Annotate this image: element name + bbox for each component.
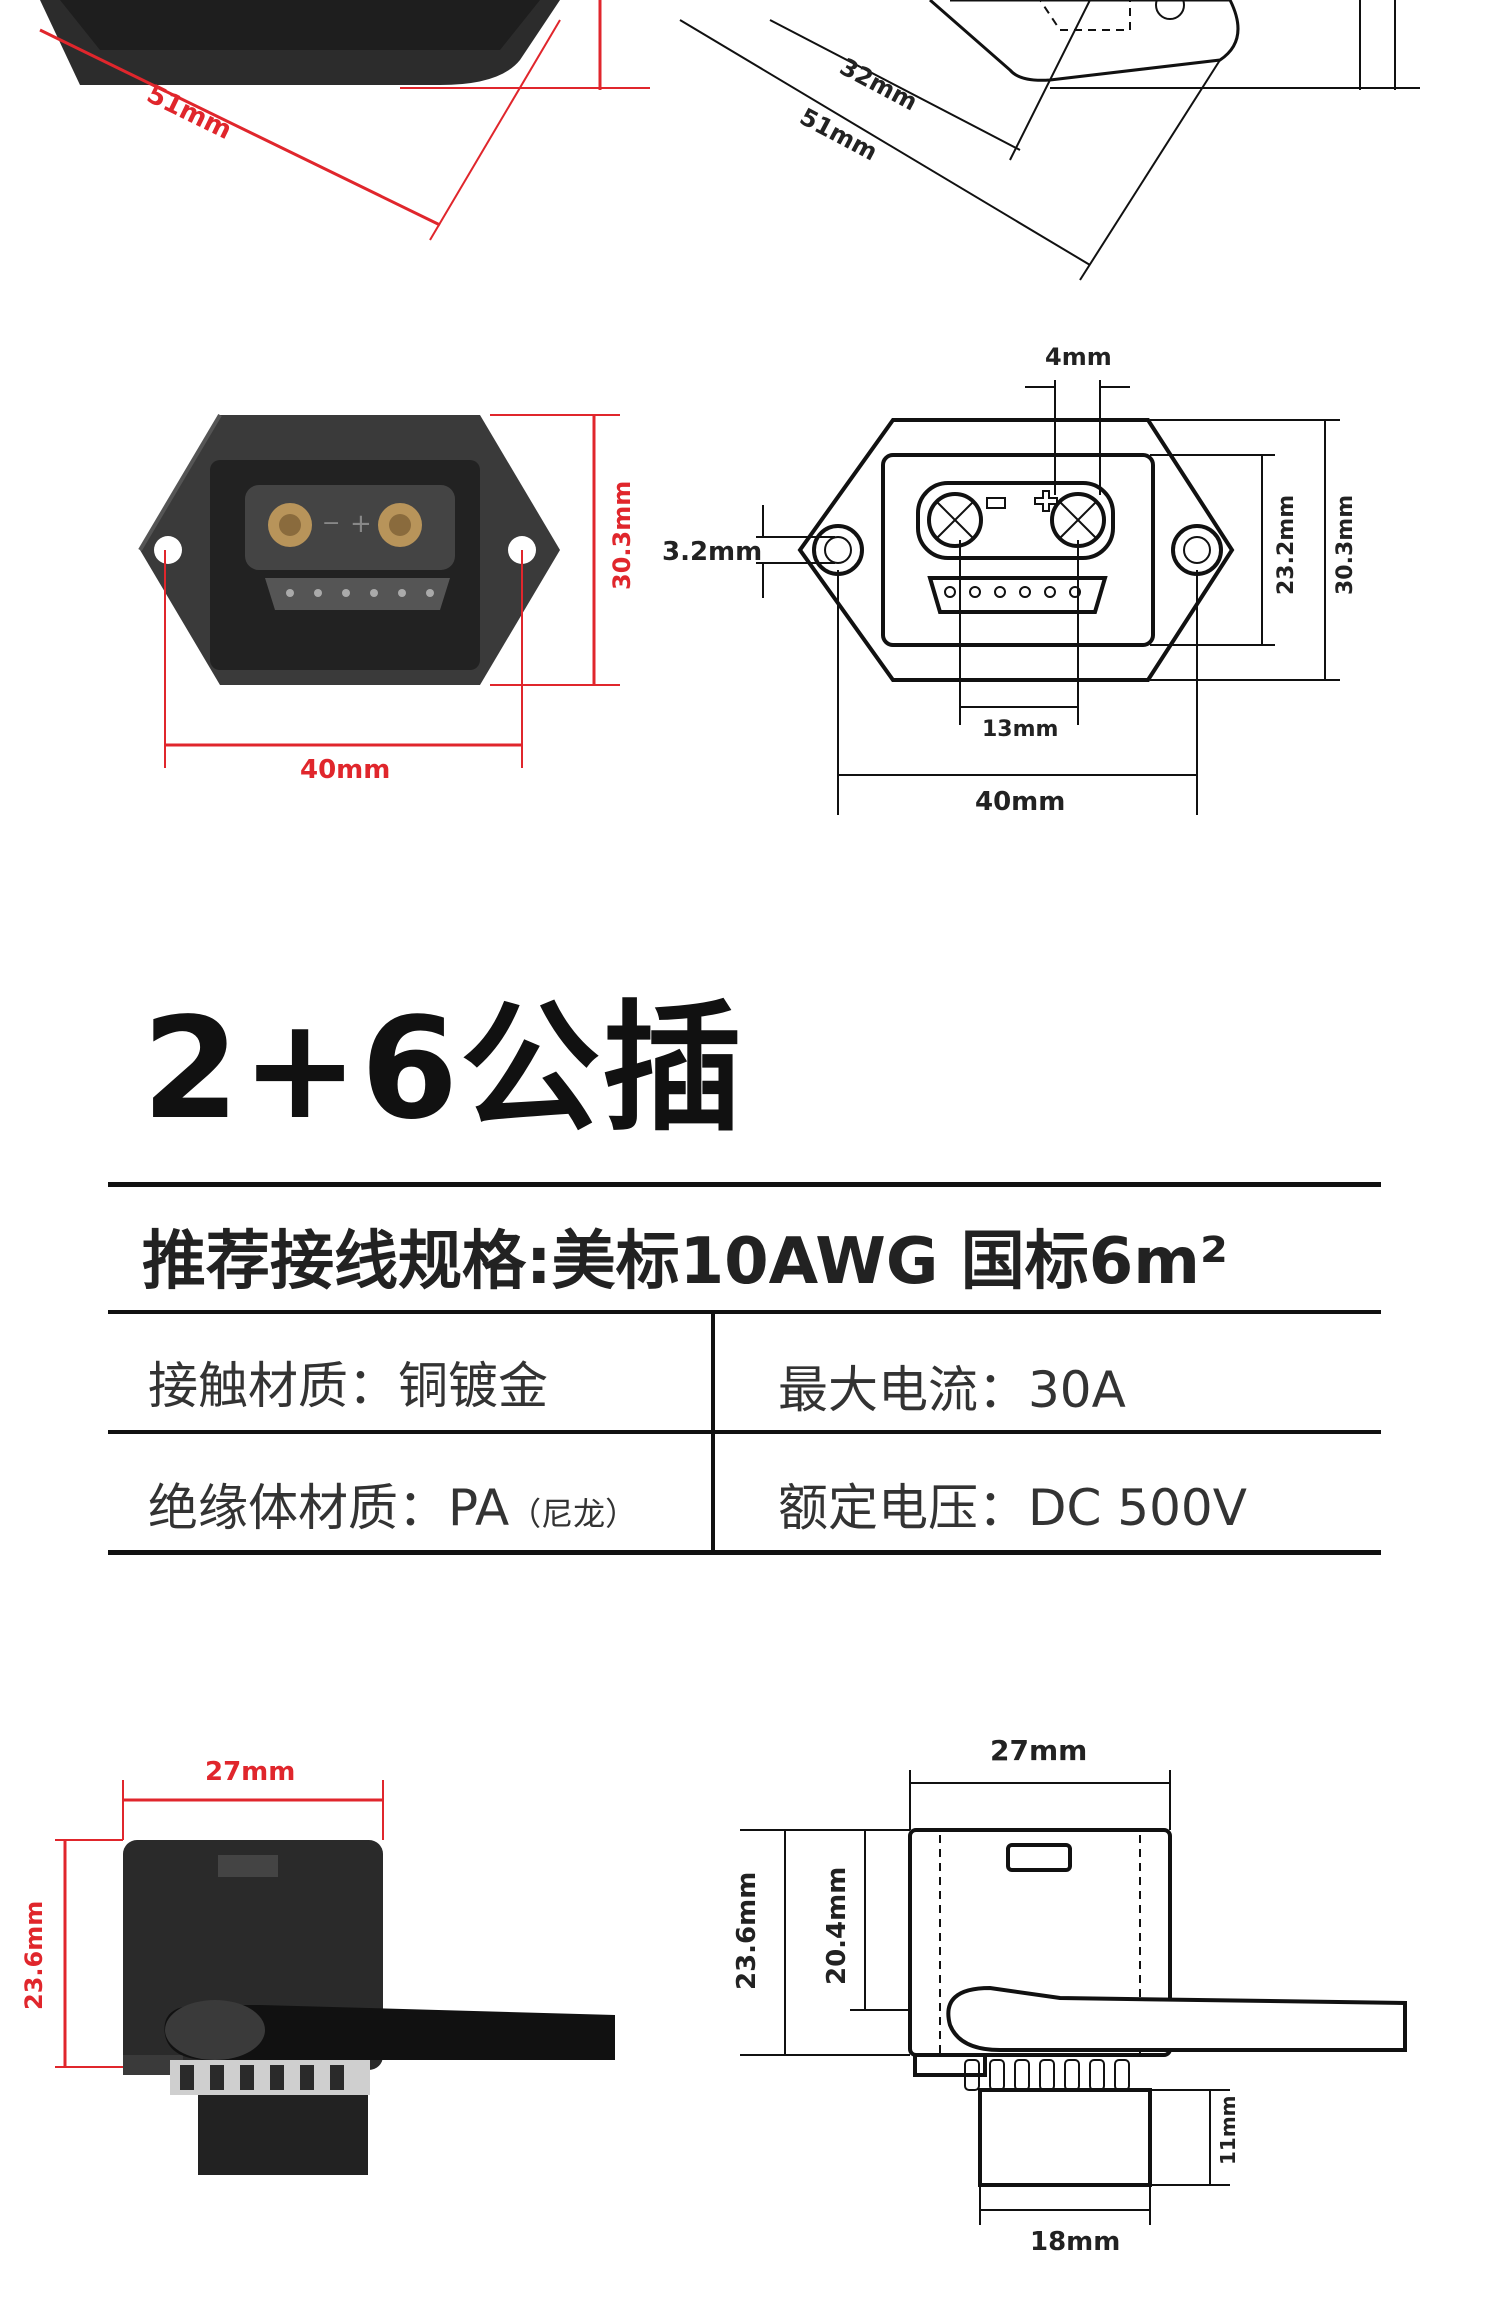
table-column-divider xyxy=(711,1314,715,1552)
photo-height-label-side: 23.6mm xyxy=(20,1901,48,2010)
front-line-drawing xyxy=(797,418,1235,682)
line-inner-label: 32mm xyxy=(835,53,922,117)
side-view-figure: 27mm 23.6mm 27mm 23.6mm 20.4mm 11mm 18mm xyxy=(20,1734,1407,2257)
photo-diag-label: 51mm xyxy=(142,79,236,146)
insulation-material: 绝缘体材质：PA xyxy=(148,1479,510,1537)
rated-voltage: 额定电压：DC 500V xyxy=(778,1479,1247,1537)
line-pin-label: 11mm xyxy=(1216,2095,1240,2165)
product-title: 2+6公插 xyxy=(142,988,745,1151)
recommended-wire-spec: 推荐接线规格:美标10AWG 国标6m² xyxy=(142,1225,1228,1299)
photo-width-label-side: 27mm xyxy=(205,1757,295,1787)
svg-text:+: + xyxy=(350,509,372,539)
line-signal-width-label: 13mm xyxy=(982,717,1058,742)
connector-photo-side xyxy=(123,1840,615,2175)
line-width-label-side: 27mm xyxy=(990,1734,1087,1767)
top-drawing: 51mm 32mm 51mm xyxy=(39,0,1420,281)
table-rule xyxy=(108,1430,1381,1434)
front-view-figure: − + 30.3mm 40mm xyxy=(138,343,1358,817)
connector-photo-front: − + xyxy=(138,413,560,685)
line-height-inner-label: 20.4mm xyxy=(822,1867,852,1985)
table-top-rule xyxy=(108,1182,1381,1187)
insulation-note: （尼龙） xyxy=(509,1495,638,1533)
line-height-outer-label: 23.6mm xyxy=(732,1872,762,1990)
photo-height-label: 30.3mm xyxy=(608,481,636,590)
max-current: 最大电流：30A xyxy=(778,1361,1126,1419)
photo-width-label: 40mm xyxy=(300,755,390,785)
line-inner-height-label: 23.2mm xyxy=(1274,495,1299,595)
table-rule xyxy=(108,1310,1381,1314)
table-bottom-rule xyxy=(108,1550,1381,1555)
line-width-label: 40mm xyxy=(975,787,1065,817)
line-pin-pitch-label: 4mm xyxy=(1045,343,1112,371)
line-outer-label: 51mm xyxy=(795,103,882,167)
side-line-drawing xyxy=(908,1828,1407,2187)
insulation-cell: 绝缘体材质：PA（尼龙） xyxy=(148,1468,637,1540)
line-bottom-label: 18mm xyxy=(1030,2227,1120,2257)
contact-material: 接触材质：铜镀金 xyxy=(148,1357,548,1415)
red-diag-dimension xyxy=(39,28,441,227)
svg-text:−: − xyxy=(322,511,340,536)
line-hole-label: 3.2mm xyxy=(662,537,762,567)
line-outer-height-label: 30.3mm xyxy=(1333,495,1358,595)
